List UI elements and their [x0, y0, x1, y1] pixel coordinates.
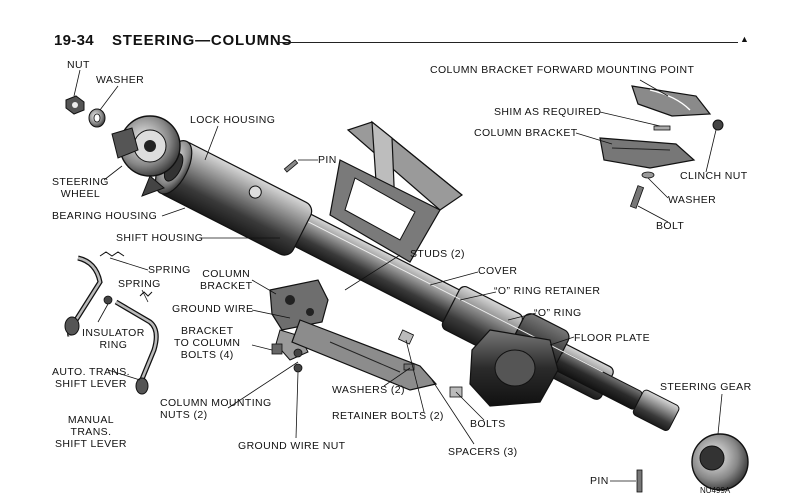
label-ground-wire: GROUND WIRE	[172, 303, 254, 315]
label-spring-1: SPRING	[148, 264, 191, 276]
label-lock-housing: LOCK HOUSING	[190, 114, 276, 126]
label-bracket-to-column-bolts: BRACKET TO COLUMN BOLTS (4)	[174, 325, 241, 361]
label-auto-trans-shift-lever: AUTO. TRANS. SHIFT LEVER	[52, 366, 130, 390]
steering-wheel	[111, 115, 181, 197]
nut-and-washer	[65, 95, 106, 128]
label-bolt-right: BOLT	[656, 220, 685, 232]
forward-mount-assembly	[599, 85, 724, 209]
retainer-plate	[291, 319, 438, 391]
label-figure-code: NU499A	[700, 486, 731, 495]
page-header: 19-34 STEERING—COLUMNS ▲	[54, 32, 754, 54]
support-bracket	[329, 120, 464, 263]
label-column-mounting-nuts: COLUMN MOUNTING NUTS (2)	[160, 397, 272, 421]
label-bolts-lower: BOLTS	[470, 418, 506, 430]
label-pin-bottom: PIN	[590, 475, 609, 487]
label-column-bracket-forward-mounting-point: COLUMN BRACKET FORWARD MOUNTING POINT	[430, 64, 695, 76]
label-nut: NUT	[67, 59, 90, 71]
header-triangle-icon: ▲	[740, 34, 749, 44]
label-cover: COVER	[478, 265, 518, 277]
label-spacers: SPACERS (3)	[448, 446, 518, 458]
label-pin-top: PIN	[318, 154, 337, 166]
leader-lines	[73, 69, 723, 482]
label-o-ring: “O” RING	[534, 307, 582, 319]
label-manual-trans-shift-lever: MANUAL TRANS. SHIFT LEVER	[55, 414, 127, 450]
pin-top	[283, 159, 299, 173]
label-ground-wire-nut: GROUND WIRE NUT	[238, 440, 346, 452]
label-washer-right: WASHER	[668, 194, 717, 206]
label-shim-as-required: SHIM AS REQUIRED	[494, 106, 602, 118]
label-washer-top: WASHER	[96, 74, 145, 86]
label-steering-wheel: STEERING WHEEL	[52, 176, 109, 200]
section-title: STEERING—COLUMNS	[112, 32, 293, 49]
page-number: 19-34	[54, 32, 94, 49]
floor-plate	[469, 329, 559, 407]
label-washers: WASHERS (2)	[332, 384, 405, 396]
label-clinch-nut: CLINCH NUT	[680, 170, 748, 182]
header-rule	[276, 42, 738, 43]
label-shift-housing: SHIFT HOUSING	[116, 232, 204, 244]
label-retainer-bolts: RETAINER BOLTS (2)	[332, 410, 444, 422]
label-column-bracket-mid: COLUMN BRACKET	[200, 268, 253, 292]
label-studs: STUDS (2)	[410, 248, 465, 260]
steering-gear	[691, 433, 749, 491]
label-column-bracket-top: COLUMN BRACKET	[474, 127, 578, 139]
pin-bottom	[636, 469, 643, 493]
label-spring-2: SPRING	[118, 278, 161, 290]
label-insulator-ring: INSULATOR RING	[82, 327, 145, 351]
shift-levers	[64, 251, 159, 395]
label-bearing-housing: BEARING HOUSING	[52, 210, 158, 222]
label-o-ring-retainer: “O” RING RETAINER	[494, 285, 601, 297]
label-floor-plate: FLOOR PLATE	[574, 332, 650, 344]
label-steering-gear: STEERING GEAR	[660, 381, 752, 393]
